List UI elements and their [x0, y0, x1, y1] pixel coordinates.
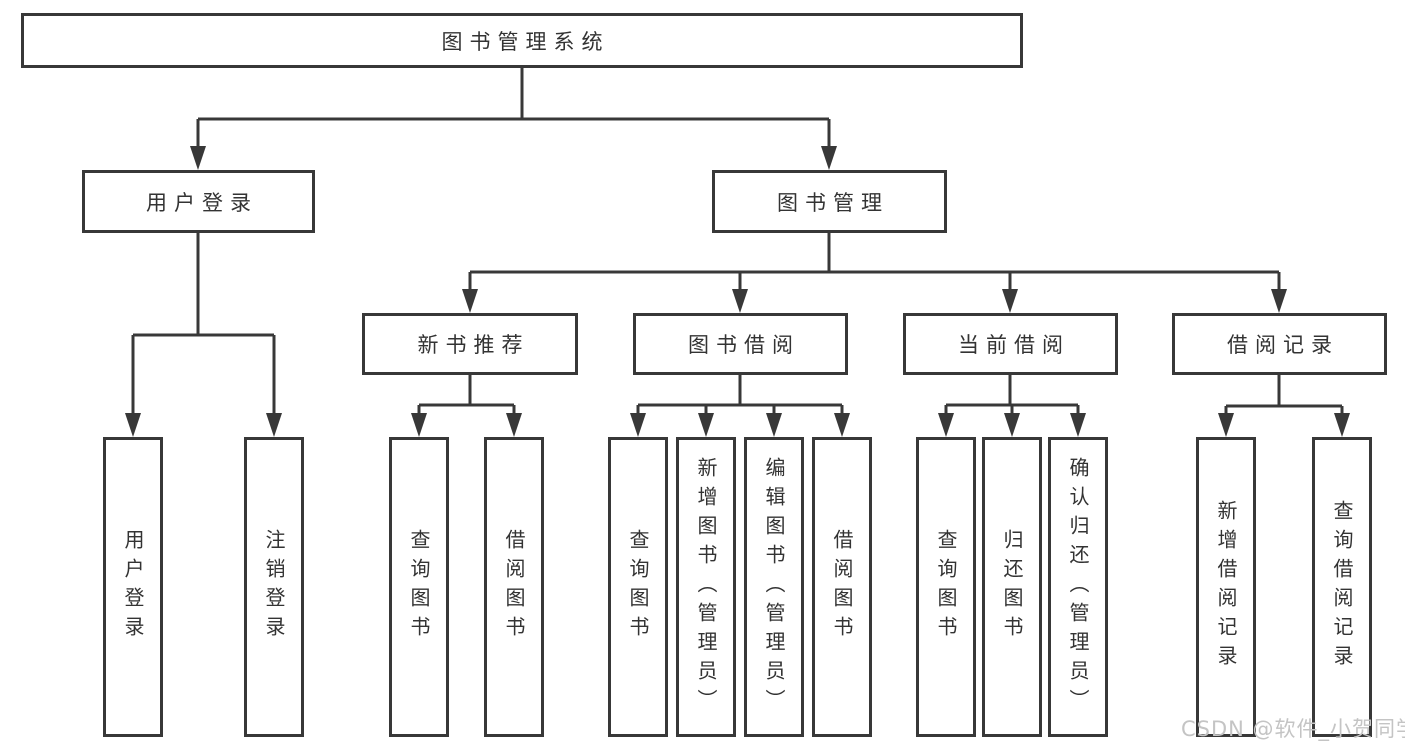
leaf-recommend-query-books: 查询图书: [389, 437, 449, 737]
node-root: 图书管理系统: [21, 13, 1023, 68]
leaf-logout-login: 注销登录: [244, 437, 304, 737]
leaf-current-query-books: 查询图书: [916, 437, 976, 737]
node-user-login: 用户登录: [82, 170, 315, 233]
leaf-current-return-books: 归还图书: [982, 437, 1042, 737]
node-current-borrowing-label: 当前借阅: [958, 333, 1070, 357]
node-book-management: 图书管理: [712, 170, 947, 233]
leaf-recommend-borrow-books: 借阅图书: [484, 437, 544, 737]
leaf-records-add-record: 新增借阅记录: [1196, 437, 1256, 737]
leaf-user-login: 用户登录: [103, 437, 163, 737]
node-borrowing-records-label: 借阅记录: [1227, 333, 1339, 357]
leaf-records-query-record: 查询借阅记录: [1312, 437, 1372, 737]
node-current-borrowing: 当前借阅: [903, 313, 1118, 375]
node-new-book-recommendation-label: 新书推荐: [417, 333, 530, 357]
node-book-management-label: 图书管理: [777, 190, 889, 215]
leaf-borrowing-query-books: 查询图书: [608, 437, 668, 737]
watermark: CSDN @软件_小贺同学: [1181, 717, 1405, 741]
node-root-label: 图书管理系统: [441, 29, 610, 54]
node-new-book-recommendation: 新书推荐: [362, 313, 578, 375]
connector-stems: [131, 68, 1344, 419]
connector-arrowheads: [125, 146, 1350, 437]
node-book-borrowing: 图书借阅: [633, 313, 848, 375]
node-book-borrowing-label: 图书借阅: [688, 333, 800, 357]
leaf-borrowing-edit-books-admin: 编辑图书（管理员）: [744, 437, 804, 737]
node-borrowing-records: 借阅记录: [1172, 313, 1387, 375]
node-user-login-label: 用户登录: [146, 190, 258, 215]
leaf-borrowing-add-books-admin: 新增图书（管理员）: [676, 437, 736, 737]
leaf-borrowing-borrow-books: 借阅图书: [812, 437, 872, 737]
leaf-current-confirm-return-admin: 确认归还（管理员）: [1048, 437, 1108, 737]
